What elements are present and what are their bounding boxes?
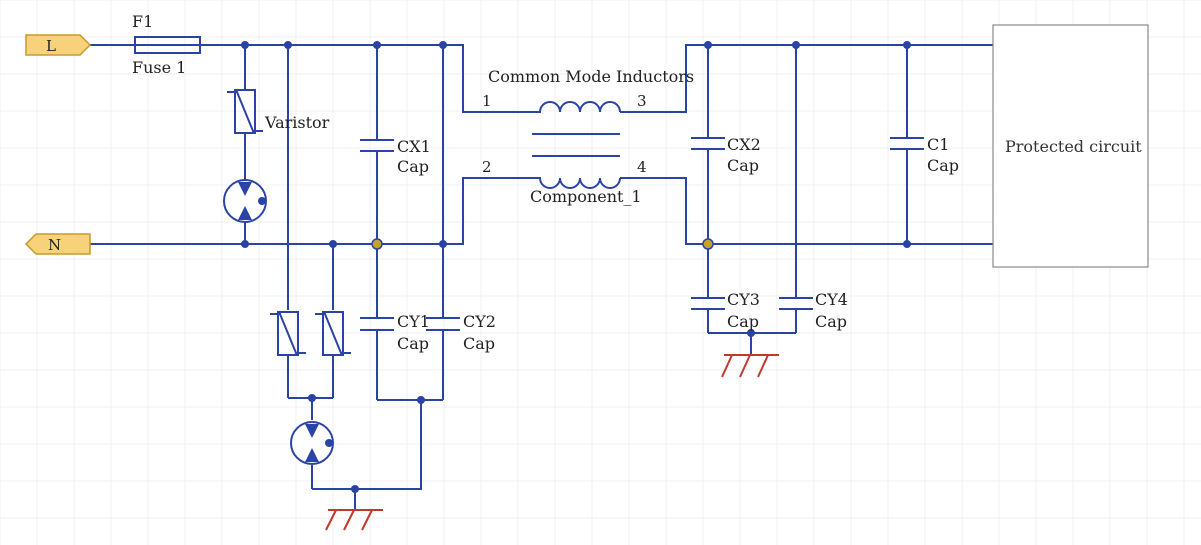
ground-symbol-2: [721, 354, 779, 378]
cap-cx2-symbol: [691, 137, 725, 150]
common-mode-inductor-symbol: [530, 101, 621, 189]
inductor-winding-bottom: [530, 177, 621, 189]
junction-dot: [373, 41, 381, 49]
wiring: [88, 44, 993, 510]
junction-dot: [351, 485, 359, 493]
ground-symbol-1: [325, 509, 383, 531]
gdt-1-symbol: [223, 179, 267, 223]
varistor-symbol: [227, 89, 263, 134]
cy2-designator: CY2: [463, 312, 496, 331]
junction-cross-dot: [371, 238, 383, 250]
junction-dot: [704, 41, 712, 49]
cx1-value: Cap: [397, 157, 429, 176]
cy1-designator: CY1: [397, 312, 430, 331]
junction-dot: [439, 240, 447, 248]
varistor-3-symbol: [315, 311, 351, 356]
cap-c1-symbol: [890, 137, 924, 150]
junction-dot: [329, 240, 337, 248]
port-n: N: [24, 233, 91, 255]
cy3-designator: CY3: [727, 290, 760, 309]
capacitors: [360, 137, 924, 331]
junction-dot: [284, 41, 292, 49]
inductor-pin-3: 3: [637, 92, 647, 110]
junction-dot: [903, 41, 911, 49]
cap-cx1-symbol: [360, 139, 394, 152]
cx2-designator: CX2: [727, 135, 761, 154]
cap-cy3-symbol: [691, 297, 725, 310]
varistor-label: Varistor: [264, 113, 330, 132]
junction-dot: [241, 240, 249, 248]
c1-designator: C1: [927, 135, 949, 154]
cy4-designator: CY4: [815, 290, 848, 309]
cx2-value: Cap: [727, 156, 759, 175]
cap-cy4-symbol: [779, 297, 813, 310]
inductor-pin-2: 2: [482, 158, 492, 176]
port-l: L: [25, 34, 92, 56]
fuse-name: Fuse 1: [132, 58, 186, 77]
junctions: [241, 41, 911, 493]
protected-circuit-box: [992, 24, 1149, 268]
wire-cy-to-ground: [312, 400, 422, 490]
junction-dot: [439, 41, 447, 49]
inductor-pin-1: 1: [482, 92, 492, 110]
protected-circuit-label: Protected circuit: [1005, 137, 1142, 156]
inductor-winding-top: [530, 101, 621, 113]
junction-cross-dot: [702, 238, 714, 250]
fuse-designator: F1: [132, 12, 153, 31]
junction-dot: [792, 41, 800, 49]
wire-n-rail-right: [620, 177, 993, 245]
port-l-label: L: [46, 37, 56, 55]
inductor-component: Component_1: [530, 187, 642, 206]
port-n-label: N: [48, 236, 61, 254]
junction-dot: [241, 41, 249, 49]
fuse-symbol: [134, 36, 201, 54]
c1-value: Cap: [927, 156, 959, 175]
inductor-title: Common Mode Inductors: [488, 67, 694, 86]
cap-cy1-symbol: [360, 317, 394, 331]
junction-dot: [747, 329, 755, 337]
junction-dot: [417, 396, 425, 404]
cy2-value: Cap: [463, 334, 495, 353]
wire-n-rail: [88, 177, 530, 245]
wire-l-rail: [200, 44, 530, 113]
junction-dot: [308, 394, 316, 402]
varistor-2-symbol: [270, 311, 306, 356]
cy3-value: Cap: [727, 312, 759, 331]
gdt-2-symbol: [290, 421, 334, 465]
cy1-value: Cap: [397, 334, 429, 353]
cy4-value: Cap: [815, 312, 847, 331]
wire-l-rail-right: [620, 44, 993, 113]
cx1-designator: CX1: [397, 137, 431, 156]
cap-cy2-symbol: [426, 317, 460, 331]
inductor-pin-4: 4: [637, 158, 647, 176]
junction-dot: [903, 240, 911, 248]
